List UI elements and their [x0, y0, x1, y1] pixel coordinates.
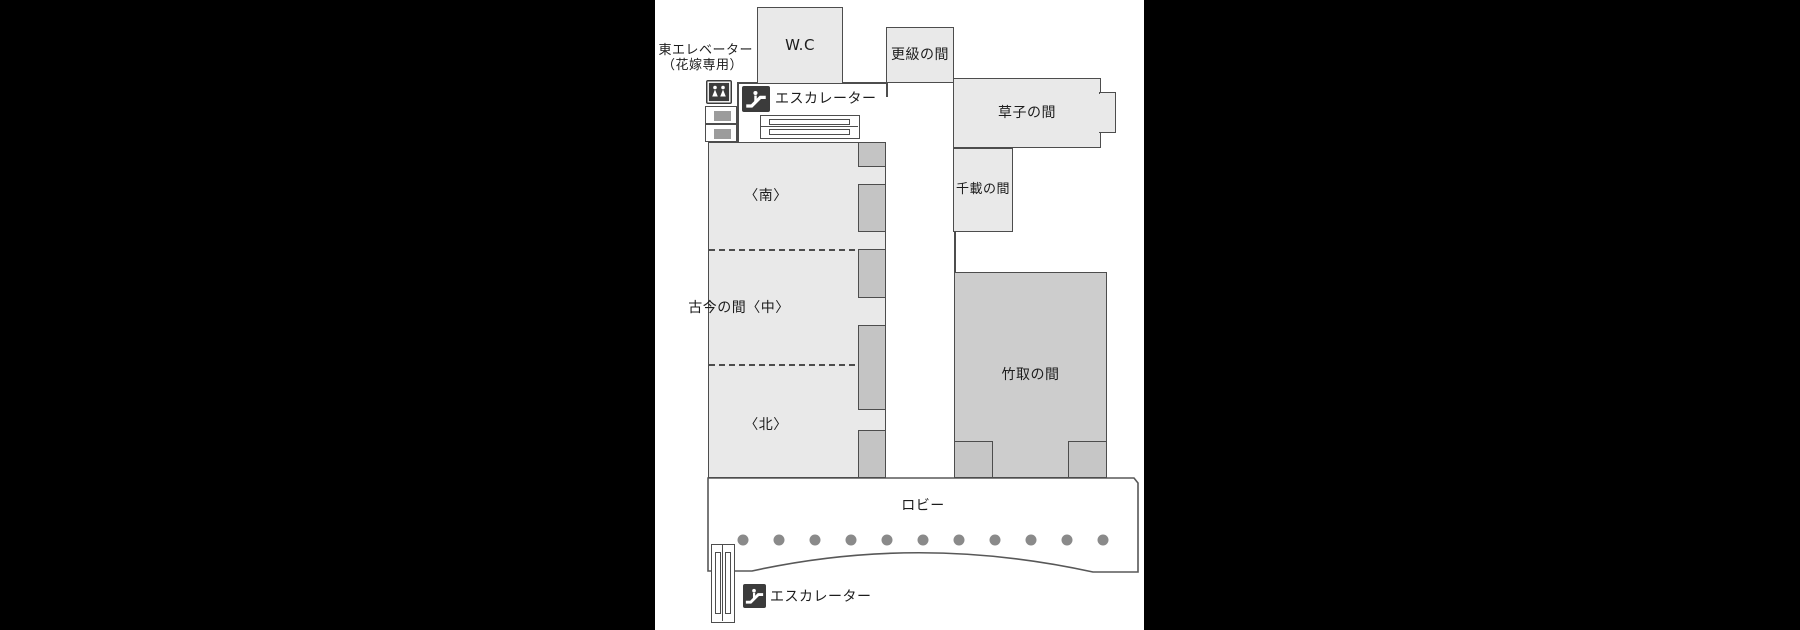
room-soshi-no-ma: 草子の間 [953, 78, 1101, 148]
escalator-track-bottom [711, 544, 735, 623]
soshi-notch-join [1098, 93, 1102, 132]
lobby-pillar-dot [989, 534, 1001, 546]
room-sarashina-no-ma: 更級の間 [886, 27, 954, 83]
service-box [705, 106, 737, 124]
floorplan-canvas: W.C 更級の間 草子の間 千載の間 〈南〉 古今の間〈中〉 〈北〉 竹取の間 … [655, 0, 1144, 630]
room-senzai-no-ma: 千載の間 [953, 148, 1013, 232]
east-elevator-label-line2: （花嫁専用） [661, 57, 743, 73]
corridor-wall-left [737, 82, 739, 143]
corridor-wall-stub [886, 83, 888, 97]
soshi-label: 草子の間 [998, 104, 1056, 121]
kokin-stage-block [858, 325, 886, 410]
service-box-fill [714, 128, 731, 139]
lobby-label: ロビー [901, 498, 945, 514]
lobby-pillar-dot [1025, 534, 1037, 546]
taketori-anteroom [954, 441, 993, 478]
room-wc: W.C [757, 7, 843, 84]
escalator-label-top: エスカレーター [775, 91, 877, 107]
lobby-pillar-dot [773, 534, 785, 546]
lobby-pillar-dot [881, 534, 893, 546]
escalator-track-rail [769, 128, 850, 135]
escalator-icon [743, 584, 766, 608]
kokin-section-divider-north [709, 364, 858, 366]
escalator-track-divider [761, 125, 858, 128]
elevator-icon [706, 80, 732, 104]
east-elevator-label-line1: 東エレベーター [658, 43, 753, 58]
lobby-area [707, 477, 1139, 573]
kokin-stage-block [858, 249, 886, 298]
lobby-pillar-dot [1097, 534, 1109, 546]
lobby-pillar-dot [1061, 534, 1073, 546]
taketori-anteroom [1068, 441, 1107, 478]
taketori-label: 竹取の間 [1001, 366, 1060, 383]
sarashina-label: 更級の間 [891, 46, 949, 63]
senzai-label: 千載の間 [955, 181, 1010, 197]
lobby-pillar-dot [845, 534, 857, 546]
lobby-outline [707, 477, 1139, 573]
service-box [705, 124, 737, 142]
kokin-stage-block [858, 184, 886, 232]
escalator-icon [742, 86, 770, 112]
kokin-stage-block [858, 430, 886, 478]
escalator-track-rail [769, 118, 850, 125]
lobby-pillar-dot [737, 534, 749, 546]
kokin-section-divider-south [709, 249, 858, 251]
kokin-stage-block [858, 142, 886, 167]
lobby-pillar-dot [917, 534, 929, 546]
lobby-pillar-dot [809, 534, 821, 546]
east-elevator-label: 東エレベーター （花嫁専用） [655, 43, 753, 74]
kokin-south-label: 〈南〉 [744, 188, 788, 204]
escalator-track-rail [714, 552, 721, 614]
lobby-pillar-dots [737, 534, 1109, 546]
room-kokin-no-ma [708, 142, 886, 478]
escalator-track-rail [724, 552, 731, 614]
corridor-wall-right [954, 231, 956, 273]
escalator-track-top [760, 115, 860, 139]
lobby-pillar-dot [953, 534, 965, 546]
wc-label: W.C [785, 35, 815, 54]
escalator-track-divider [721, 545, 724, 621]
escalator-label-bottom: エスカレーター [770, 589, 872, 605]
kokin-middle-label: 古今の間〈中〉 [688, 300, 790, 316]
service-box-fill [714, 110, 731, 121]
kokin-north-label: 〈北〉 [744, 417, 788, 433]
